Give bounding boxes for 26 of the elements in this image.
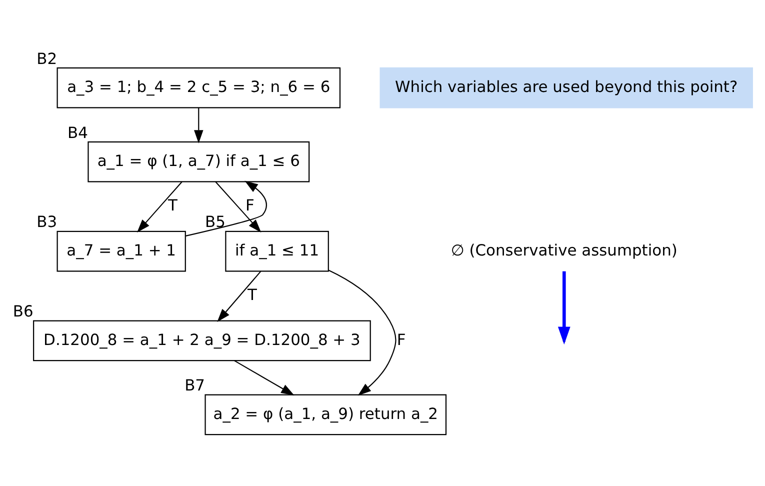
arrow bbox=[217, 270, 262, 322]
node-label: B7 bbox=[184, 376, 205, 395]
node-label: B5 bbox=[205, 213, 226, 232]
node-label: B4 bbox=[68, 124, 88, 142]
arrow bbox=[215, 182, 262, 233]
arrow bbox=[328, 270, 396, 396]
node-box: a_7 = a_1 + 1 bbox=[56, 230, 186, 272]
node-label: B2 bbox=[36, 50, 58, 68]
arrow bbox=[194, 108, 204, 144]
node-text: ∅ (Conservative assumption) bbox=[450, 241, 678, 260]
arrow bbox=[558, 271, 570, 345]
edge-label: F bbox=[246, 196, 254, 215]
arrow bbox=[136, 182, 182, 233]
edge-label: F bbox=[396, 330, 406, 349]
arrow bbox=[186, 180, 267, 236]
edge-label: T bbox=[247, 286, 257, 304]
node-label: B6 bbox=[12, 302, 34, 321]
node-box: a_2 = φ (a_1, a_9) return a_2 bbox=[204, 394, 447, 436]
edge-label: T bbox=[168, 196, 178, 215]
node-box: a_1 = φ (1, a_7) if a_1 ≤ 6 bbox=[88, 141, 310, 182]
node-box: D.1200_8 = a_1 + 2 a_9 = D.1200_8 + 3 bbox=[33, 320, 371, 362]
node-box: Which variables are used beyond this point? bbox=[380, 67, 753, 108]
node-label: B3 bbox=[36, 213, 58, 232]
node-box: a_3 = 1; b_4 = 2 c_5 = 3; n_6 = 6 bbox=[56, 67, 341, 108]
node-box: if a_1 ≤ 11 bbox=[225, 230, 329, 272]
arrow bbox=[234, 360, 294, 396]
